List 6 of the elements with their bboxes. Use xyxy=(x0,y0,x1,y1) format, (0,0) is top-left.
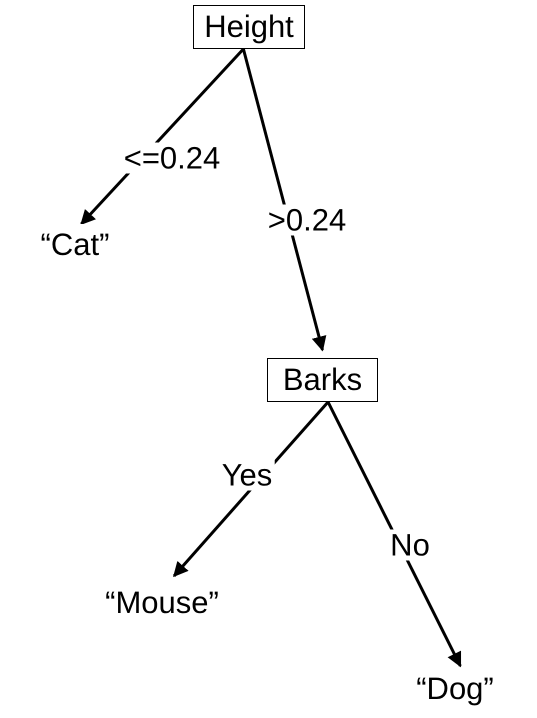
edge-label: Yes xyxy=(220,460,274,490)
edge-label: No xyxy=(388,530,432,560)
decision-box: Barks xyxy=(267,358,378,402)
arrow xyxy=(242,48,326,352)
decision-box: Height xyxy=(193,5,305,49)
arrow xyxy=(326,401,462,668)
